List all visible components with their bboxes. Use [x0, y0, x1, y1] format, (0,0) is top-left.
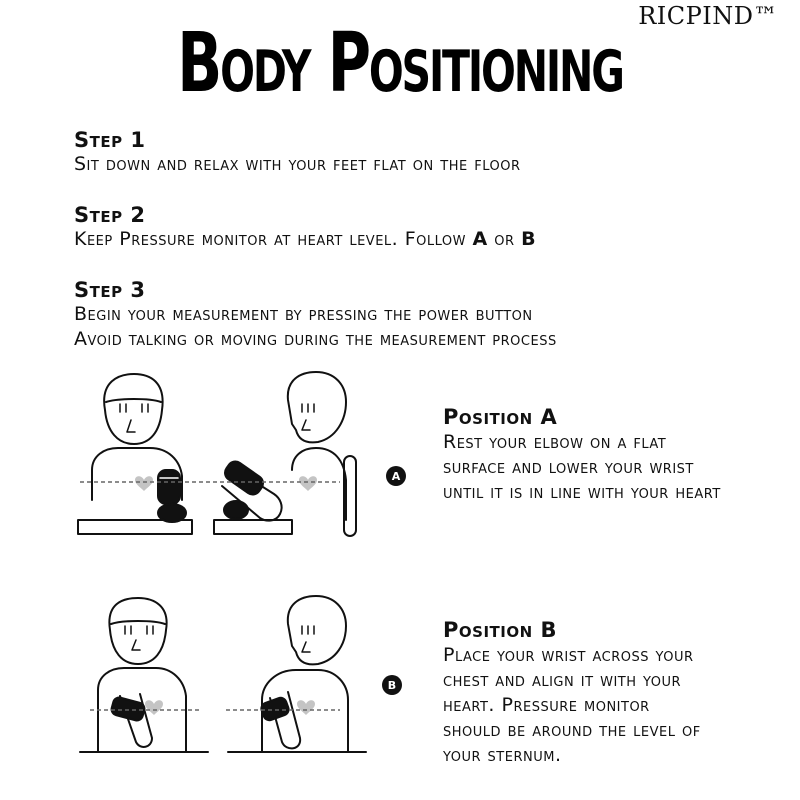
- heart-icon: [145, 700, 163, 715]
- position-text: your sternum.: [443, 744, 562, 766]
- position-b: Position B Place your wrist across your …: [443, 617, 793, 768]
- heart-icon: [297, 700, 315, 715]
- step-title: Step 3: [74, 278, 146, 302]
- brand-logo: RICPIND™: [638, 2, 778, 30]
- heart-icon: [299, 476, 317, 491]
- badge-b-label: B: [388, 679, 396, 692]
- position-text: heart. Pressure monitor: [443, 694, 650, 716]
- option-b-ref: B: [521, 228, 537, 250]
- position-a-front-figure: [77, 373, 193, 535]
- step-3: Step 3 Begin your measurement by pressin…: [74, 278, 557, 352]
- step-text: Sit down and relax with your feet flat o…: [74, 153, 521, 175]
- position-text: surface and lower your wrist: [443, 456, 694, 478]
- position-title: Position B: [443, 618, 557, 642]
- position-text: should be around the level of: [443, 719, 701, 741]
- badge-a-label: A: [392, 470, 401, 483]
- step-1: Step 1 Sit down and relax with your feet…: [74, 128, 521, 177]
- position-text: chest and align it with your: [443, 669, 682, 691]
- heart-icon: [135, 476, 153, 491]
- step-2: Step 2 Keep Pressure monitor at heart le…: [74, 203, 536, 252]
- position-b-front-figure: [79, 597, 209, 753]
- step-text: Avoid talking or moving during the measu…: [74, 328, 557, 350]
- position-text: Rest your elbow on a flat: [443, 431, 667, 453]
- position-text: Place your wrist across your: [443, 644, 694, 666]
- position-text: until it is in line with your heart: [443, 481, 721, 503]
- position-a-side-figure: [213, 371, 357, 537]
- step-title: Step 1: [74, 128, 146, 152]
- step-text: Keep Pressure monitor at heart level. Fo…: [74, 228, 537, 250]
- position-a: Position A Rest your elbow on a flat sur…: [443, 404, 793, 505]
- badge-b-icon: [382, 675, 402, 695]
- step-title: Step 2: [74, 203, 146, 227]
- step-text: Begin your measurement by pressing the p…: [74, 303, 533, 325]
- position-b-side-figure: [227, 595, 367, 753]
- option-a-ref: A: [472, 228, 488, 250]
- page-title: Body Positioning: [177, 16, 625, 111]
- position-title: Position A: [443, 405, 558, 429]
- badge-a-icon: [386, 466, 406, 486]
